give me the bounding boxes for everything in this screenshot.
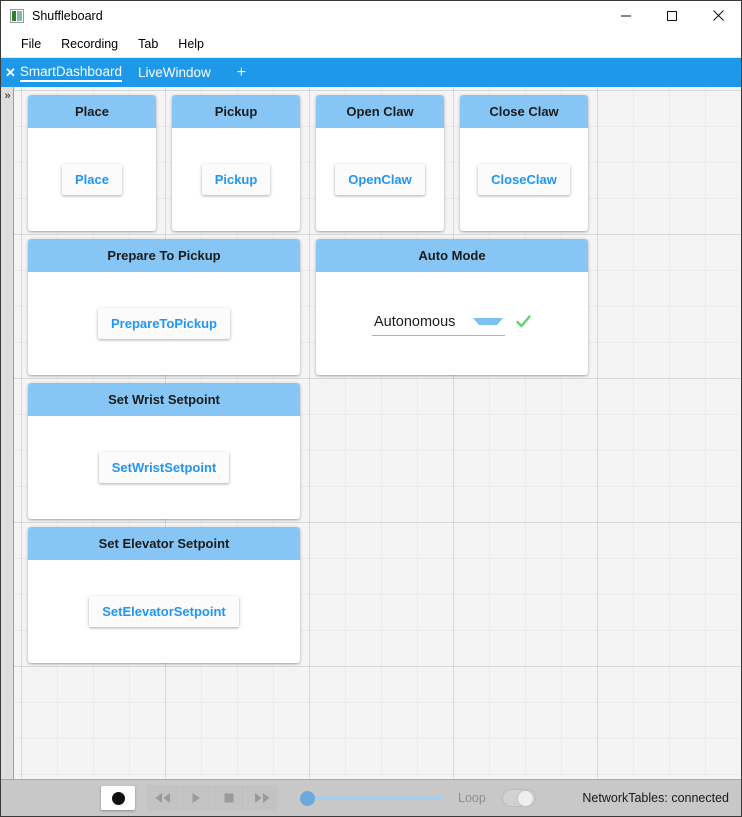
tab-close-icon[interactable]: ✕ [5, 65, 16, 80]
widget-close-claw[interactable]: Close Claw CloseClaw [460, 95, 588, 231]
close-icon[interactable] [695, 1, 741, 31]
widget-body: Autonomous [316, 272, 588, 375]
tab-smartdashboard[interactable]: ✕ SmartDashboard [1, 58, 134, 87]
menu-item-tab[interactable]: Tab [138, 37, 159, 51]
widget-canvas[interactable]: Place Place Pickup Pickup Open Claw Open… [14, 87, 741, 779]
rewind-icon [155, 793, 170, 803]
chevron-down-icon[interactable] [473, 318, 503, 325]
tab-bar: ✕ SmartDashboard LiveWindow + [1, 58, 741, 87]
command-button-place[interactable]: Place [62, 164, 122, 195]
tab-livewindow-label: LiveWindow [137, 65, 211, 80]
widget-body: SetWristSetpoint [28, 416, 300, 519]
playback-toolbar: Loop NetworkTables: connected [1, 779, 741, 816]
widget-set-elevator-setpoint[interactable]: Set Elevator Setpoint SetElevatorSetpoin… [28, 527, 300, 663]
fast-forward-button[interactable] [246, 785, 278, 811]
transport-controls [147, 785, 278, 811]
left-rail[interactable]: » [1, 87, 14, 779]
stop-icon [224, 793, 234, 803]
auto-mode-select[interactable]: Autonomous [372, 312, 505, 336]
command-button-preparetopickup[interactable]: PrepareToPickup [98, 308, 230, 339]
workspace: » Place Place Pickup Pickup Open Claw Op… [1, 87, 741, 779]
command-button-setelevatorsetpoint[interactable]: SetElevatorSetpoint [89, 596, 239, 627]
widget-auto-mode[interactable]: Auto Mode Autonomous [316, 239, 588, 375]
widget-body: Pickup [172, 128, 300, 231]
loop-toggle-knob [516, 790, 534, 807]
playback-slider[interactable] [292, 785, 444, 811]
record-icon [111, 791, 125, 805]
widget-set-wrist-setpoint[interactable]: Set Wrist Setpoint SetWristSetpoint [28, 383, 300, 519]
status-badge: NetworkTables: connected [582, 791, 729, 805]
widget-pickup[interactable]: Pickup Pickup [172, 95, 300, 231]
record-button[interactable] [101, 786, 135, 810]
widget-open-claw[interactable]: Open Claw OpenClaw [316, 95, 444, 231]
widget-title: Place [28, 95, 156, 128]
widget-title: Pickup [172, 95, 300, 128]
play-button[interactable] [180, 785, 212, 811]
widget-body: CloseClaw [460, 128, 588, 231]
command-button-setwristsetpoint[interactable]: SetWristSetpoint [98, 452, 230, 483]
loop-label: Loop [458, 791, 486, 805]
widget-prepare-to-pickup[interactable]: Prepare To Pickup PrepareToPickup [28, 239, 300, 375]
loop-toggle[interactable] [501, 789, 536, 807]
auto-mode-chooser: Autonomous [372, 312, 532, 336]
app-icon [10, 8, 24, 23]
widget-body: SetElevatorSetpoint [28, 560, 300, 663]
window-controls [603, 1, 741, 31]
auto-mode-selected-value: Autonomous [374, 313, 456, 330]
tab-smartdashboard-label: SmartDashboard [19, 64, 122, 82]
slider-track [300, 796, 444, 800]
window-title: Shuffleboard [32, 8, 103, 23]
command-button-openclaw[interactable]: OpenClaw [335, 164, 425, 195]
minimize-icon[interactable] [603, 1, 649, 31]
widget-body: PrepareToPickup [28, 272, 300, 375]
menu-item-recording[interactable]: Recording [61, 37, 119, 51]
menu-item-file[interactable]: File [21, 37, 42, 51]
widget-place[interactable]: Place Place [28, 95, 156, 231]
play-icon [192, 793, 200, 803]
widget-title: Prepare To Pickup [28, 239, 300, 272]
rewind-button[interactable] [147, 785, 179, 811]
widget-title: Close Claw [460, 95, 588, 128]
expand-sidebar-icon[interactable]: » [4, 90, 11, 102]
slider-thumb[interactable] [300, 790, 315, 806]
add-tab-icon[interactable]: + [236, 63, 247, 81]
menu-bar: File Recording Tab Help [1, 31, 741, 58]
menu-item-help[interactable]: Help [178, 37, 205, 51]
widget-body: Place [28, 128, 156, 231]
widget-title: Set Wrist Setpoint [28, 383, 300, 416]
maximize-icon[interactable] [649, 1, 695, 31]
widget-title: Set Elevator Setpoint [28, 527, 300, 560]
widget-title: Auto Mode [316, 239, 588, 272]
tab-livewindow[interactable]: LiveWindow [134, 58, 223, 87]
fast-forward-icon [255, 793, 270, 803]
stop-button[interactable] [213, 785, 245, 811]
check-icon [515, 313, 532, 334]
widget-body: OpenClaw [316, 128, 444, 231]
widget-title: Open Claw [316, 95, 444, 128]
command-button-pickup[interactable]: Pickup [201, 164, 271, 195]
title-bar: Shuffleboard [1, 1, 741, 31]
command-button-closeclaw[interactable]: CloseClaw [478, 164, 570, 195]
